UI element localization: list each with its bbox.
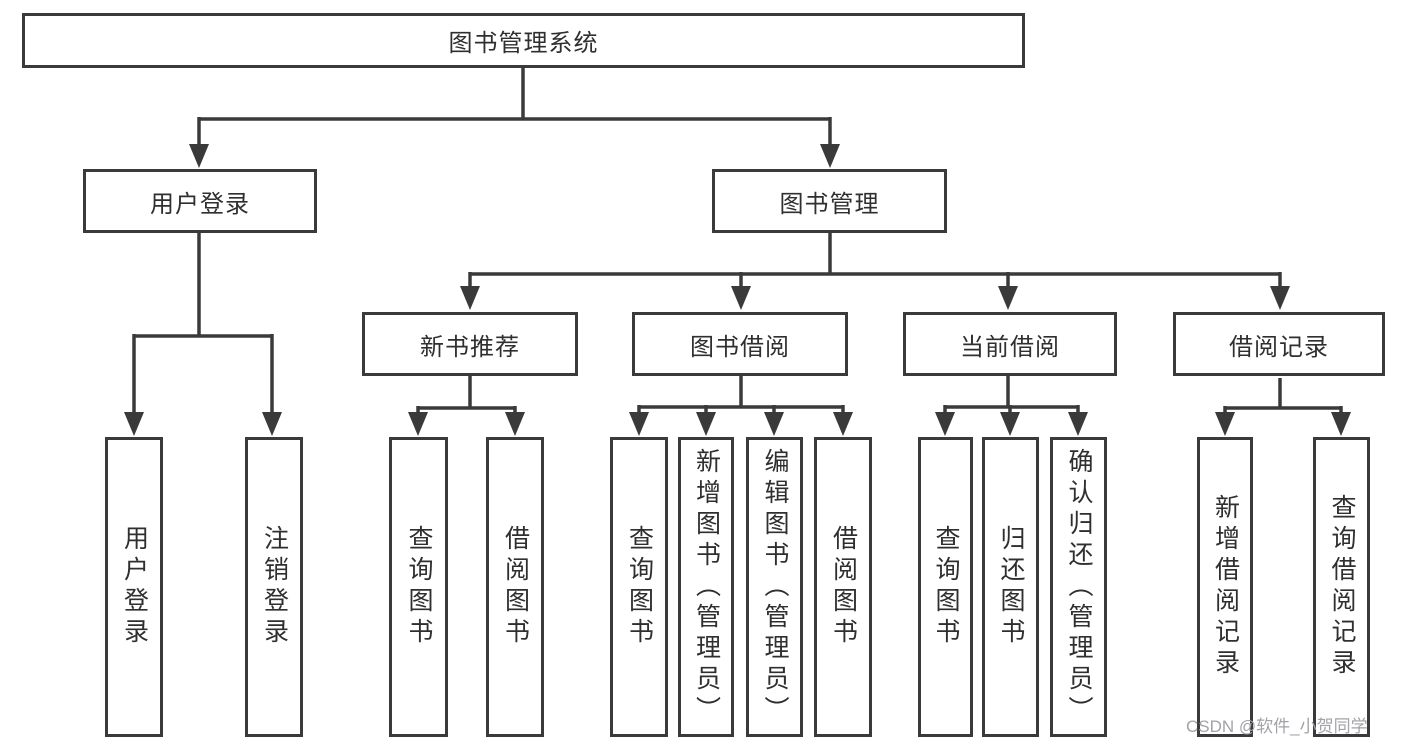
node-label: 查询图书 [405, 525, 433, 649]
leaf-confirm-return-admin: 确认归还（管理员） [1050, 437, 1107, 737]
node-label: 查询图书 [625, 525, 654, 649]
node-label: 编辑图书（管理员） [761, 447, 789, 727]
connector-new-book-to-leaves [408, 376, 525, 436]
leaf-add-books-admin: 新增图书（管理员） [678, 437, 734, 737]
leaf-user-login: 用户登录 [105, 437, 163, 737]
node-label: 归还图书 [997, 525, 1025, 649]
leaf-edit-books-admin: 编辑图书（管理员） [746, 437, 803, 737]
arrow-down-icon [1270, 286, 1290, 310]
leaf-query-books-current: 查询图书 [918, 437, 973, 737]
connector-user-login-to-leaves [124, 232, 282, 436]
node-label: 查询借阅记录 [1328, 494, 1356, 680]
leaf-borrow-books: 借阅图书 [814, 437, 872, 737]
node-label: 借阅图书 [501, 525, 530, 649]
node-label: 新增图书（管理员） [692, 447, 721, 727]
leaf-query-borrow-record: 查询借阅记录 [1313, 437, 1370, 737]
arrow-down-icon [505, 412, 525, 436]
node-book-borrowing: 图书借阅 [632, 312, 848, 376]
arrow-down-icon [1215, 412, 1235, 436]
leaf-query-books-borrowing: 查询图书 [610, 437, 668, 737]
connector-book-borrowing-to-leaves [629, 376, 853, 436]
node-library-management-system: 图书管理系统 [22, 13, 1025, 68]
arrow-down-icon [833, 412, 853, 436]
node-label: 查询图书 [932, 525, 960, 649]
node-label: 借阅记录 [1229, 333, 1329, 361]
arrow-down-icon [731, 286, 751, 310]
arrow-down-icon [124, 412, 144, 436]
arrow-down-icon [1331, 412, 1351, 436]
node-label: 确认归还（管理员） [1065, 447, 1093, 727]
connector-book-management-to-level3 [460, 233, 1290, 310]
node-label: 新增借阅记录 [1211, 494, 1240, 680]
arrow-down-icon [935, 412, 955, 436]
arrow-down-icon [408, 412, 428, 436]
node-label: 新书推荐 [420, 333, 520, 361]
node-borrowing-records: 借阅记录 [1173, 312, 1385, 376]
arrow-down-icon [189, 144, 209, 168]
csdn-watermark: CSDN @软件_小贺同学 [1186, 717, 1368, 736]
node-user-login: 用户登录 [83, 169, 317, 233]
connector-current-borrowing-to-leaves [935, 376, 1088, 436]
arrow-down-icon [820, 144, 840, 168]
connector-root-to-level2 [189, 68, 840, 168]
leaf-add-borrow-record: 新增借阅记录 [1197, 437, 1253, 737]
node-label: 用户登录 [150, 190, 250, 218]
node-label: 图书借阅 [690, 333, 790, 361]
leaf-return-books: 归还图书 [982, 437, 1039, 737]
node-label: 借阅图书 [829, 525, 858, 649]
leaf-query-books-recommend: 查询图书 [389, 437, 448, 737]
leaf-logout: 注销登录 [245, 437, 303, 737]
node-book-management: 图书管理 [712, 169, 947, 233]
arrow-down-icon [629, 412, 649, 436]
arrow-down-icon [460, 286, 480, 310]
arrow-down-icon [1000, 412, 1020, 436]
node-label: 注销登录 [260, 525, 289, 649]
arrow-down-icon [764, 412, 784, 436]
arrow-down-icon [262, 412, 282, 436]
node-label: 用户登录 [120, 525, 149, 649]
arrow-down-icon [1068, 412, 1088, 436]
node-current-borrowing: 当前借阅 [903, 312, 1117, 376]
leaf-borrow-books-recommend: 借阅图书 [486, 437, 544, 737]
connector-borrowing-records-to-leaves [1215, 378, 1351, 436]
node-label: 当前借阅 [960, 333, 1060, 361]
arrow-down-icon [998, 286, 1018, 310]
node-label: 图书管理 [779, 190, 880, 218]
node-new-book-recommendation: 新书推荐 [362, 312, 578, 376]
arrow-down-icon [696, 412, 716, 436]
node-label: 图书管理系统 [448, 30, 599, 57]
